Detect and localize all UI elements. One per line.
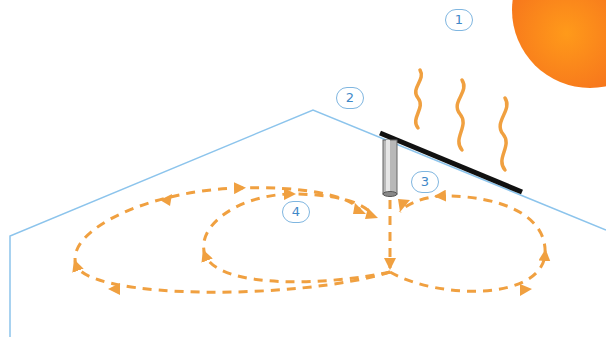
callout-number: 3: [411, 171, 439, 193]
house-outline: [10, 110, 606, 337]
callout-number: 1: [445, 9, 473, 31]
callout-number: 2: [336, 87, 364, 109]
callout-number: 4: [282, 201, 310, 223]
airflow-arrows: [75, 188, 545, 292]
solar-panel: [380, 133, 522, 192]
sun: [512, 0, 606, 88]
duct-tube: [383, 140, 397, 197]
airflow-arrowheads: [108, 194, 532, 296]
